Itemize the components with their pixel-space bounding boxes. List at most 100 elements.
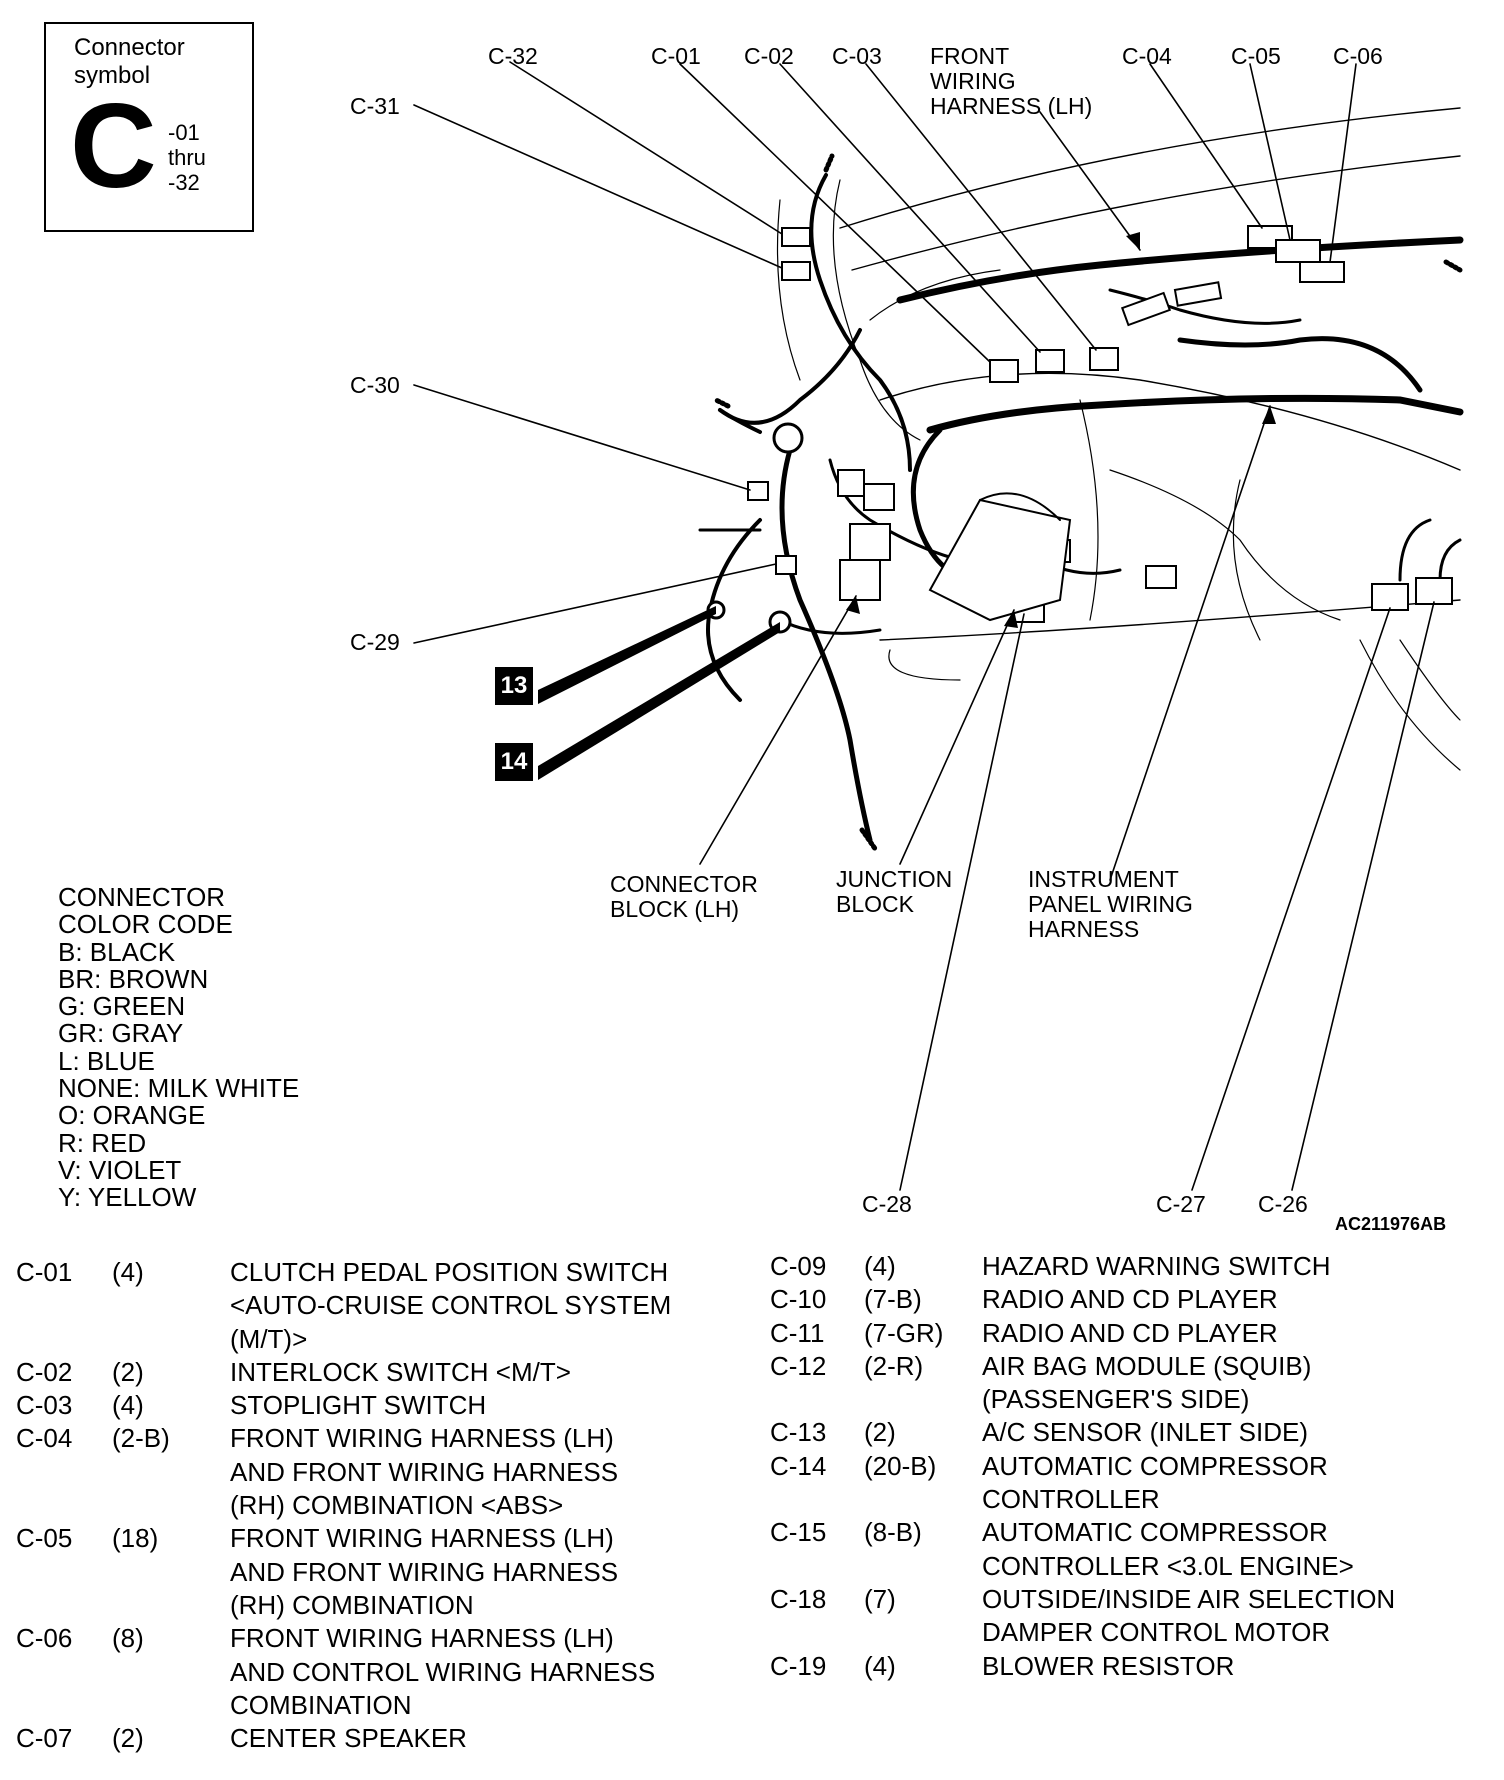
callout-c02: C-02 — [744, 43, 794, 69]
connector-pins: (8-B) — [864, 1517, 922, 1548]
connector-description: BLOWER RESISTOR — [982, 1650, 1235, 1681]
legend-item: B: BLACK — [58, 936, 176, 967]
connector-pins: (4) — [864, 1650, 896, 1681]
connector-description: AUTOMATIC COMPRESSOR CONTROLLER — [982, 1450, 1328, 1515]
connector-list-row: C-01 (4) CLUTCH PEDAL POSITION SWITCH <A… — [16, 1256, 736, 1356]
callout-c05: C-05 — [1231, 43, 1281, 69]
legend-item: R: RED — [58, 1127, 147, 1158]
connector-pins: (7-B) — [864, 1284, 922, 1315]
connector-id: C-19 — [770, 1650, 827, 1681]
connector-description: FRONT WIRING HARNESS (LH) AND CONTROL WI… — [230, 1623, 656, 1720]
connector-description: RADIO AND CD PLAYER — [982, 1317, 1278, 1348]
connector-list-row: C-06 (8) FRONT WIRING HARNESS (LH) AND C… — [16, 1622, 736, 1722]
connector-id: C-13 — [770, 1417, 827, 1448]
connector-pins: (20-B) — [864, 1450, 937, 1481]
connector-pins: (2) — [112, 1356, 144, 1387]
connector-description: HAZARD WARNING SWITCH — [982, 1251, 1331, 1281]
connector-description: STOPLIGHT SWITCH — [230, 1390, 487, 1421]
legend-title-line1: CONNECTOR — [58, 882, 226, 912]
connector-pins: (2-R) — [864, 1350, 924, 1381]
connector-list-row: C-03 (4) STOPLIGHT SWITCH — [16, 1389, 736, 1422]
connector-list-row: C-10 (7-B) RADIO AND CD PLAYER — [770, 1283, 1490, 1316]
connector-description: CENTER SPEAKER — [230, 1723, 467, 1754]
legend-item: NONE: MILK WHITE — [58, 1073, 300, 1104]
connector-pins: (7-GR) — [864, 1317, 944, 1348]
callout-c31: C-31 — [350, 93, 400, 119]
connector-description: INTERLOCK SWITCH <M/T> — [230, 1356, 571, 1387]
legend-item: Y: YELLOW — [58, 1182, 197, 1213]
symbol-letter: C — [70, 79, 157, 213]
connector-pins: (18) — [112, 1523, 159, 1554]
connector-id: C-06 — [16, 1623, 73, 1654]
wiring-harness-diagram — [413, 61, 1464, 1191]
connector-id: C-18 — [770, 1583, 827, 1614]
connector-description: CLUTCH PEDAL POSITION SWITCH <AUTO-CRUIS… — [230, 1257, 672, 1354]
connector-id: C-10 — [770, 1284, 827, 1315]
connector-list-row: C-15 (8-B) AUTOMATIC COMPRESSOR CONTROLL… — [770, 1516, 1490, 1583]
connector-list-row: C-12 (2-R) AIR BAG MODULE (SQUIB) (PASSE… — [770, 1350, 1490, 1417]
legend-item: O: ORANGE — [58, 1100, 206, 1131]
connector-list-row: C-02 (2) INTERLOCK SWITCH <M/T> — [16, 1356, 736, 1389]
callout-connector-block: CONNECTOR BLOCK (LH) — [610, 871, 758, 922]
connector-description: AIR BAG MODULE (SQUIB) (PASSENGER'S SIDE… — [982, 1350, 1312, 1415]
connector-pins: (2) — [864, 1417, 896, 1448]
symbol-range-line3: -32 — [168, 170, 200, 195]
connector-symbol-box: Connector symbol C -01 thru -32 — [44, 22, 254, 232]
callout-c32: C-32 — [488, 43, 538, 69]
connector-id: C-15 — [770, 1517, 827, 1548]
connector-id: C-09 — [770, 1251, 827, 1281]
symbol-range-line2: thru — [168, 145, 206, 170]
callout-c06: C-06 — [1333, 43, 1383, 69]
connector-list-row: C-05 (18) FRONT WIRING HARNESS (LH) AND … — [16, 1522, 736, 1622]
badge-13: 13 — [495, 667, 533, 705]
callout-c28: C-28 — [862, 1191, 912, 1217]
callout-c27: C-27 — [1156, 1191, 1206, 1217]
callout-c26: C-26 — [1258, 1191, 1308, 1217]
connector-description: A/C SENSOR (INLET SIDE) — [982, 1417, 1309, 1448]
connector-pins: (4) — [112, 1390, 144, 1421]
connector-id: C-07 — [16, 1723, 73, 1754]
connector-list-row: C-14 (20-B) AUTOMATIC COMPRESSOR CONTROL… — [770, 1450, 1490, 1517]
symbol-title-line2: symbol — [74, 62, 151, 89]
legend-item: G: GREEN — [58, 991, 186, 1022]
connector-description: FRONT WIRING HARNESS (LH) AND FRONT WIRI… — [230, 1423, 619, 1521]
connector-pins: (4) — [112, 1257, 144, 1287]
callout-junction-block: JUNCTION BLOCK — [836, 866, 953, 917]
legend-item: V: VIOLET — [58, 1154, 182, 1185]
callout-c30: C-30 — [350, 372, 400, 398]
connector-id: C-05 — [16, 1523, 73, 1554]
connector-id: C-14 — [770, 1450, 827, 1481]
connector-list-row: C-18 (7) OUTSIDE/INSIDE AIR SELECTION DA… — [770, 1583, 1490, 1650]
callout-c01: C-01 — [651, 43, 701, 69]
connector-list-row: C-11 (7-GR) RADIO AND CD PLAYER — [770, 1317, 1490, 1350]
legend-title-line2: COLOR CODE — [58, 909, 233, 940]
connector-list-right: C-09 (4) HAZARD WARNING SWITCH C-10 (7-B… — [770, 1250, 1490, 1683]
connector-id: C-12 — [770, 1350, 827, 1381]
symbol-range-line1: -01 — [168, 120, 200, 145]
connector-id: C-01 — [16, 1257, 73, 1287]
callout-c03: C-03 — [832, 43, 882, 69]
connector-id: C-02 — [16, 1356, 73, 1387]
connector-list-left: C-01 (4) CLUTCH PEDAL POSITION SWITCH <A… — [16, 1256, 736, 1755]
connector-list-row: C-09 (4) HAZARD WARNING SWITCH — [770, 1250, 1490, 1283]
connector-description: AUTOMATIC COMPRESSOR CONTROLLER <3.0L EN… — [982, 1517, 1354, 1581]
color-code-legend: CONNECTOR COLOR CODE B: BLACK BR: BROWN … — [58, 882, 300, 1213]
connector-id: C-04 — [16, 1423, 73, 1454]
legend-item: L: BLUE — [58, 1045, 155, 1076]
connector-list-row: C-04 (2-B) FRONT WIRING HARNESS (LH) AND… — [16, 1422, 736, 1522]
connector-pins: (8) — [112, 1623, 144, 1654]
connector-description: FRONT WIRING HARNESS (LH) AND FRONT WIRI… — [230, 1523, 619, 1620]
legend-item: GR: GRAY — [58, 1018, 184, 1049]
connector-pins: (4) — [864, 1251, 896, 1281]
callout-instrument-panel-harness: INSTRUMENT PANEL WIRING HARNESS — [1028, 866, 1193, 942]
connector-description: OUTSIDE/INSIDE AIR SELECTION DAMPER CONT… — [982, 1583, 1396, 1648]
connector-pins: (2) — [112, 1723, 144, 1754]
figure-code: AC211976AB — [1335, 1214, 1447, 1234]
legend-item: BR: BROWN — [58, 963, 209, 994]
callout-front-wiring-harness: FRONT WIRING HARNESS (LH) — [930, 43, 1093, 119]
connector-id: C-11 — [770, 1317, 825, 1348]
connector-list-row: C-13 (2) A/C SENSOR (INLET SIDE) — [770, 1416, 1490, 1449]
badge-14: 14 — [495, 743, 533, 781]
callout-c29: C-29 — [350, 629, 400, 655]
connector-list-row: C-07 (2) CENTER SPEAKER — [16, 1722, 736, 1755]
